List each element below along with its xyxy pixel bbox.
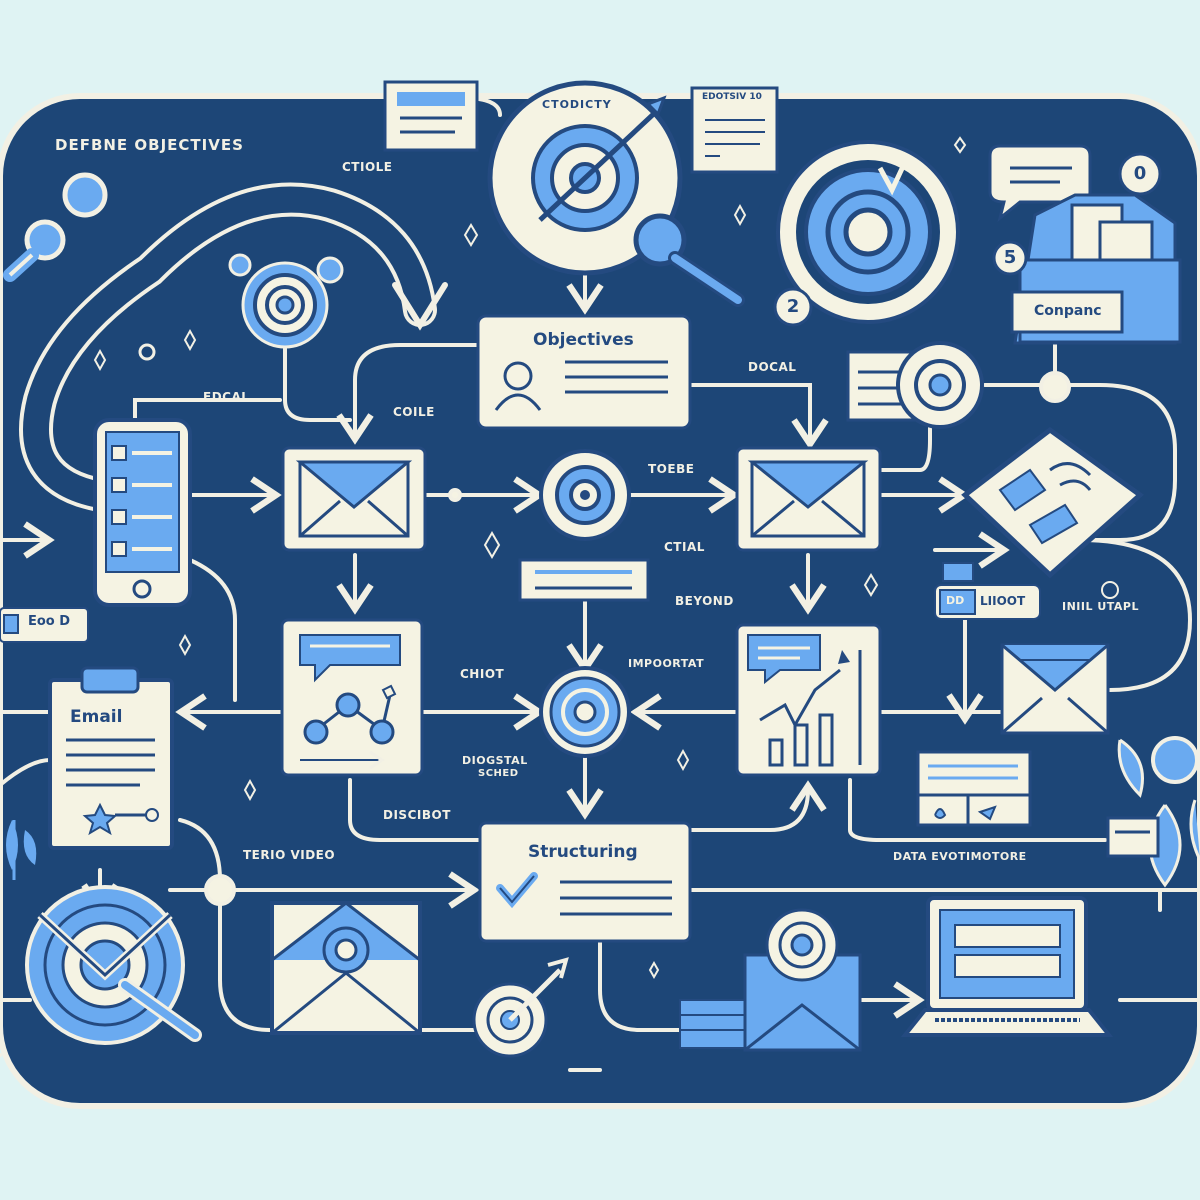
target-card-right [846, 341, 984, 429]
label-data: DATA EVOTIMOTORE [893, 850, 1027, 863]
big-target-ring [773, 140, 960, 327]
clipboard-icon [48, 666, 174, 850]
envelope-icon [270, 901, 422, 1035]
structuring-label: Structuring [528, 842, 638, 862]
envelope-icon [1000, 643, 1110, 735]
envelope-target-icon [679, 908, 862, 1052]
arrow-target-icon [25, 885, 202, 1045]
label-discibot: DISCIBOT [383, 808, 451, 822]
phone-icon [93, 418, 192, 607]
label-inil: INIIL UTAPL [1062, 600, 1139, 613]
bullseye-dart-icon [472, 957, 569, 1058]
chart-icon [735, 623, 882, 777]
label-sched: SCHED [478, 768, 519, 779]
target-icon [539, 449, 631, 541]
label-chiot: CHIOT [460, 667, 505, 681]
label-docal: DOCAL [748, 360, 797, 374]
laptop-icon [900, 896, 1114, 1037]
sparkle-icons [93, 136, 967, 980]
top-right-doc [690, 86, 779, 174]
number-badge-5: 5 [1003, 247, 1017, 268]
label-ctiole: CTIOLE [342, 160, 393, 174]
label-beyond: BEYOND [675, 594, 734, 608]
top-target-badge [487, 80, 745, 307]
bloot-chip [934, 562, 1119, 620]
top-doc-card [383, 80, 479, 152]
label-ctial: CTIAL [664, 540, 705, 554]
leaf-icon [6, 820, 37, 880]
side-chip-label: Eoo D [28, 614, 71, 629]
objectives-card [476, 314, 692, 430]
email-label: Email [70, 707, 123, 727]
diagram-title: DEFBNE OBJECTIVES [55, 136, 244, 154]
number-badge-0: 0 [1133, 163, 1147, 184]
number-badge-2: 2 [786, 296, 800, 317]
leaf-icon [1106, 736, 1200, 888]
target-icon [539, 666, 631, 758]
small-doc-card [916, 750, 1032, 827]
label-important: IMPOORTAT [628, 657, 705, 670]
envelope-icon [281, 446, 427, 552]
label-toebe: TOEBE [648, 462, 695, 476]
label-diagnostic: DIOGSTAL [462, 754, 528, 767]
middle-chip [518, 558, 650, 602]
label-coile: COILE [393, 405, 435, 419]
link-chain-icon [3, 172, 108, 282]
envelope-icon [735, 446, 882, 552]
bloot-tag: DD [946, 594, 965, 607]
bloot-label: LIIOOT [980, 594, 1026, 608]
label-video: TERIO VIDEO [243, 848, 336, 862]
network-card [280, 618, 424, 777]
top-badge-label: CTODICTY [542, 98, 612, 111]
objectives-label: Objectives [533, 330, 634, 350]
label-edcal: EDCAL [203, 390, 250, 404]
connector-lines [0, 96, 1200, 1072]
puzzle-diamond-icon [961, 426, 1144, 579]
folder-icon [992, 193, 1182, 345]
compare-label: Conpanc [1034, 303, 1102, 319]
doc-header-label: EDOTSIV 10 [702, 92, 762, 102]
small-target-icon [138, 253, 344, 361]
structuring-card [478, 821, 692, 943]
side-chip [0, 607, 89, 643]
